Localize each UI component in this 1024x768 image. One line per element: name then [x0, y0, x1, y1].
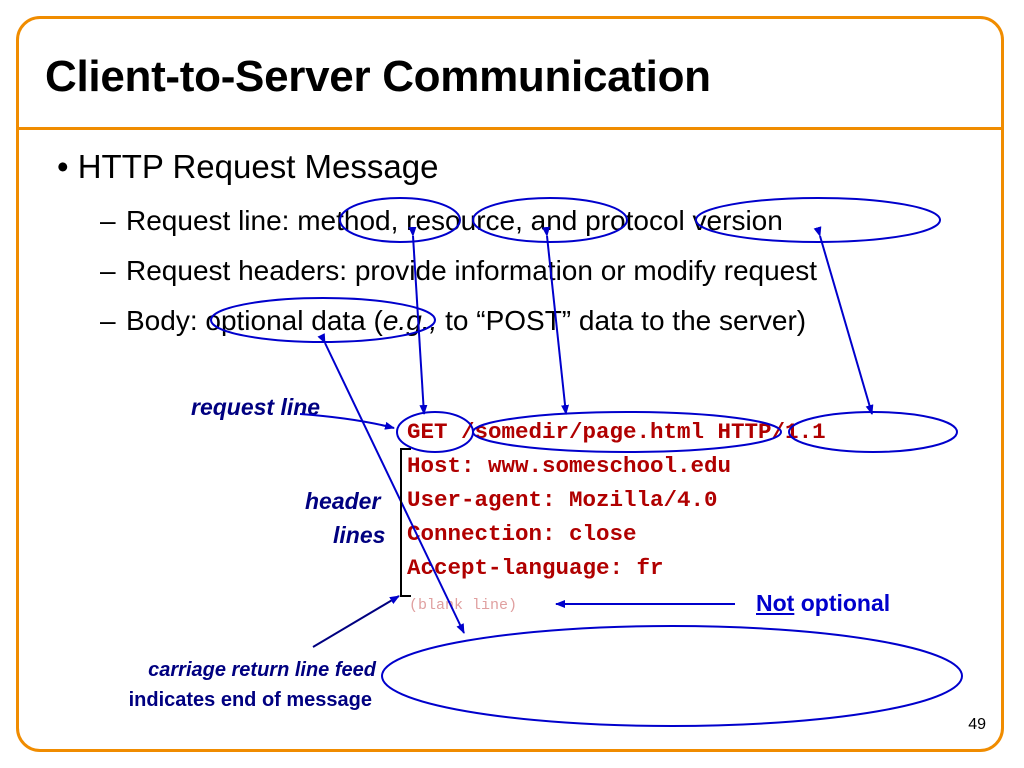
code-request-line: GET /somedir/page.html HTTP/1.1 — [407, 419, 826, 445]
slide-title: Client-to-Server Communication — [45, 52, 711, 101]
slide-frame — [16, 16, 1004, 752]
dash-marker: – — [100, 305, 116, 336]
ellipse-get — [396, 411, 474, 453]
ellipse-path — [472, 411, 782, 453]
dash-marker: – — [100, 205, 116, 236]
ellipse-body — [381, 625, 963, 727]
subitem-text: Request headers: provide information or … — [126, 255, 818, 286]
label-crlf: carriage return line feed — [148, 659, 376, 681]
ellipse-method — [339, 197, 461, 243]
header-bracket — [400, 448, 411, 597]
ellipse-http-version — [788, 411, 958, 453]
arrow-resource-path — [542, 226, 570, 415]
ellipse-optional-data — [210, 297, 436, 343]
label-not: Not — [756, 590, 795, 616]
arrow-body — [317, 333, 465, 634]
label-end-of-message: indicates end of message — [128, 689, 372, 711]
arrow-request-line — [299, 413, 395, 430]
ellipse-resource — [472, 197, 628, 243]
dash-marker: – — [100, 255, 116, 286]
subitem-text: Body: optional data ( — [126, 305, 383, 336]
bullet-http-request: • HTTP Request Message — [57, 148, 439, 185]
arrow-method-get — [408, 226, 428, 415]
title-divider — [18, 127, 1002, 130]
page-number: 49 — [968, 716, 986, 733]
subitem-request-headers: –Request headers: provide information or… — [100, 255, 817, 287]
ellipse-protocol-version — [695, 197, 941, 243]
label-optional: optional — [794, 590, 891, 616]
label-request-line: request line — [191, 394, 321, 420]
label-not-optional: Not optional — [756, 590, 890, 617]
arrow-crlf — [312, 595, 400, 648]
subitem-text-rest: to “POST” data to the server) — [437, 305, 807, 336]
arrow-protocol-version — [813, 226, 874, 415]
